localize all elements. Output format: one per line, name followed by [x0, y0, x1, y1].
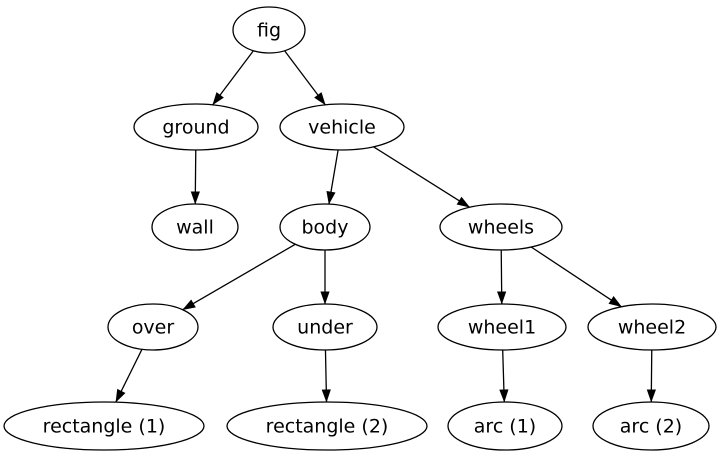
edge-fig-vehicle: [284, 50, 326, 106]
node-arc1-ellipse: [447, 401, 563, 451]
node-ground: ground: [133, 103, 259, 151]
node-fig-label: fig: [257, 19, 281, 41]
node-wheels: wheels: [439, 203, 563, 251]
node-wheel1: wheel1: [437, 303, 567, 351]
node-under-ellipse: [272, 303, 378, 351]
node-wall: wall: [151, 203, 239, 251]
node-vehicle: vehicle: [279, 103, 405, 151]
node-wheel2: wheel2: [587, 303, 717, 351]
node-over-label: over: [132, 316, 175, 338]
node-body-ellipse: [279, 203, 371, 251]
node-rectangle2-ellipse: [226, 401, 428, 451]
edge-wheel1-arc1: [499, 349, 509, 403]
node-under: under: [272, 303, 378, 351]
edge-ground-wall: [190, 149, 200, 205]
node-rectangle1: rectangle (1): [3, 401, 205, 451]
node-vehicle-ellipse: [279, 103, 405, 151]
node-over: over: [107, 303, 199, 351]
edge-vehicle-body: [326, 149, 339, 205]
node-ground-ellipse: [133, 103, 259, 151]
node-fig-ellipse: [232, 6, 306, 54]
node-layer: fig ground vehicle wall body wheels over under w…: [3, 6, 717, 451]
node-rectangle1-label: rectangle (1): [43, 415, 166, 437]
edge-body-over: [182, 243, 296, 311]
node-arc2: arc (2): [592, 401, 710, 451]
node-body-label: body: [302, 216, 349, 238]
node-body: body: [279, 203, 371, 251]
node-wall-label: wall: [176, 216, 214, 238]
node-wheels-label: wheels: [468, 216, 534, 238]
node-under-label: under: [297, 316, 353, 338]
node-arc1: arc (1): [447, 401, 563, 451]
node-wheel1-ellipse: [437, 303, 567, 351]
node-vehicle-label: vehicle: [308, 116, 376, 138]
edge-vehicle-wheels: [373, 146, 471, 208]
node-arc1-label: arc (1): [474, 415, 536, 437]
node-ground-label: ground: [162, 116, 229, 138]
edge-under-rectangle2: [321, 349, 331, 403]
edge-wheels-wheel2: [530, 246, 622, 308]
node-wall-ellipse: [151, 203, 239, 251]
node-rectangle1-ellipse: [3, 401, 205, 451]
node-over-ellipse: [107, 303, 199, 351]
node-wheel2-ellipse: [587, 303, 717, 351]
node-wheel2-label: wheel2: [618, 316, 686, 338]
node-rectangle2-label: rectangle (2): [266, 415, 389, 437]
edge-layer: [115, 50, 656, 403]
node-wheels-ellipse: [439, 203, 563, 251]
node-wheel1-label: wheel1: [468, 316, 536, 338]
node-arc2-ellipse: [592, 401, 710, 451]
edge-fig-ground: [212, 50, 254, 106]
edge-over-rectangle1: [115, 349, 143, 403]
node-rectangle2: rectangle (2): [226, 401, 428, 451]
edge-wheels-wheel1: [497, 249, 507, 305]
edge-wheel2-arc2: [646, 349, 656, 403]
node-fig: fig: [232, 6, 306, 54]
node-arc2-label: arc (2): [620, 415, 682, 437]
